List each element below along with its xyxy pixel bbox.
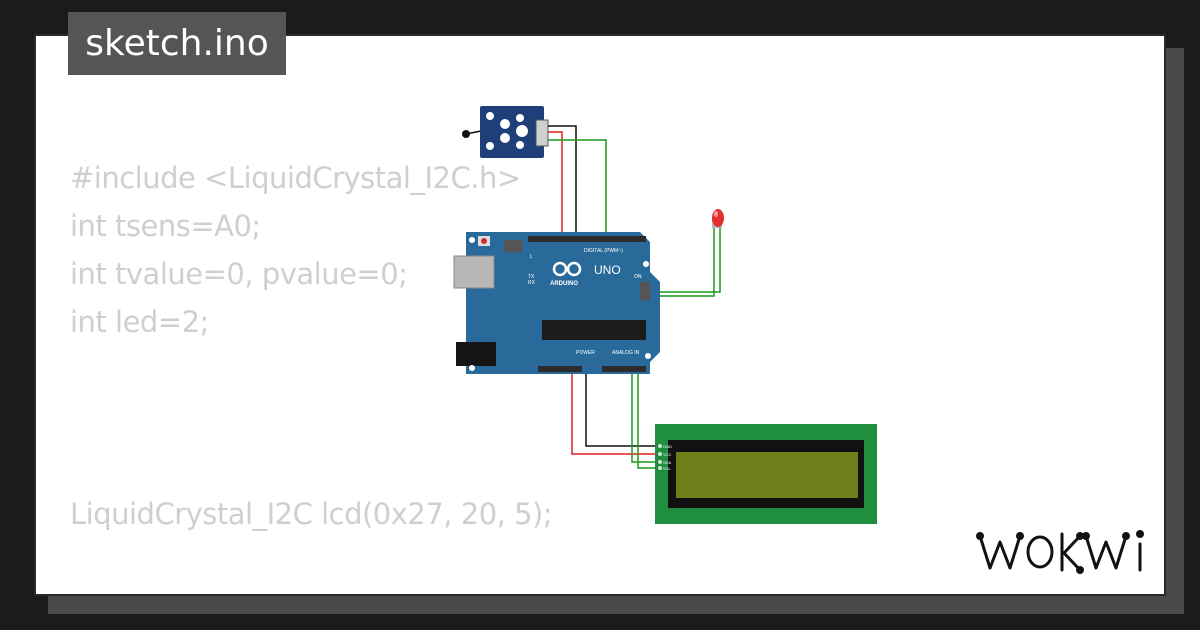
board-model-label: UNO (594, 263, 621, 277)
power-label: POWER (576, 350, 595, 356)
tx-label: TX (528, 274, 535, 280)
lcd-pin-label: SCL (663, 466, 672, 471)
code-preview: #include <LiquidCrystal_I2C.h>int tsens=… (70, 154, 553, 594)
sketch-title[interactable]: sketch.ino (68, 12, 286, 75)
temperature-sensor-module[interactable]: S - (462, 106, 556, 158)
lcd-screen (676, 452, 858, 498)
on-label: ON (634, 274, 642, 280)
usb-port (453, 255, 495, 289)
power-header (538, 366, 582, 372)
analog-header (602, 366, 646, 372)
wokwi-logo (976, 530, 1144, 574)
sensor-pin-label: - (552, 138, 554, 144)
code-line: int tvalue=0, pvalue=0; (70, 257, 408, 291)
power-jack (456, 342, 496, 366)
lcd-pin-label: GND (663, 444, 672, 449)
red-led[interactable] (712, 209, 724, 228)
microcontroller-chip (542, 320, 646, 340)
l-label: L (530, 254, 533, 260)
wire-green[interactable] (637, 372, 660, 469)
code-line: void setup() { (70, 586, 552, 594)
code-line: #include <LiquidCrystal_I2C.h> (70, 161, 521, 195)
wire-black[interactable] (548, 125, 577, 232)
code-line: LiquidCrystal_I2C lcd(0x27, 20, 5); (70, 497, 553, 531)
arduino-logo-icon (552, 261, 582, 277)
code-line: int tsens=A0; (70, 209, 261, 243)
digital-label: DIGITAL (PWM~) (584, 248, 623, 254)
code-line: int led=2; (70, 305, 209, 339)
board-brand-label: ARDUINO (550, 281, 578, 287)
wire-black[interactable] (578, 371, 660, 447)
lcd-pin-label: VCC (663, 452, 672, 457)
analog-label: ANALOG IN (612, 350, 640, 356)
arduino-uno-board[interactable]: UNO ARDUINO DIGITAL (PWM~) POWER ANALOG … (453, 232, 660, 374)
sensor-pin-label: S (552, 124, 556, 130)
wire-green[interactable] (631, 372, 660, 463)
rx-label: RX (528, 280, 536, 286)
lcd-pin-label: SDA (663, 460, 672, 465)
digital-header (528, 236, 646, 242)
wire-green[interactable] (548, 139, 607, 270)
lcd-display[interactable]: GND VCC SDA SCL (655, 424, 877, 524)
